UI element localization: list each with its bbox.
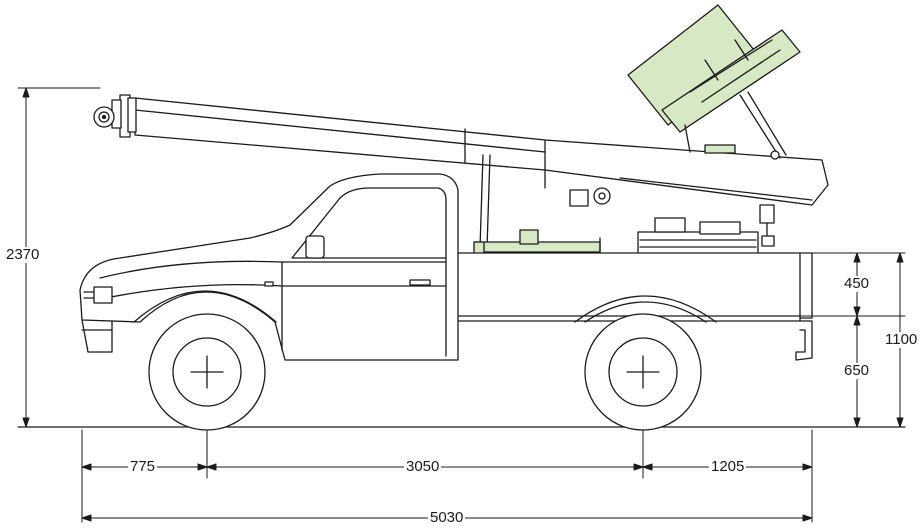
- truck-body: [79, 173, 813, 361]
- flatbed: [456, 252, 801, 322]
- dim-wheelbase: 3050: [404, 458, 442, 475]
- dim-rear-overhang: 1205: [709, 458, 747, 475]
- front-wheel: [148, 313, 266, 431]
- dim-overall-length: 5030: [428, 509, 466, 526]
- dim-upper-platform-height: 450: [842, 275, 872, 292]
- dim-overall-height: 2370: [4, 246, 42, 263]
- dim-total-platform-height: 1100: [883, 331, 920, 348]
- telescopic-boom: [93, 94, 829, 249]
- rear-wheel: [584, 313, 702, 431]
- dim-front-overhang: 775: [128, 458, 158, 475]
- work-basket: [627, 4, 801, 160]
- cab-window: [291, 187, 447, 259]
- dim-lower-platform-height: 650: [842, 362, 872, 379]
